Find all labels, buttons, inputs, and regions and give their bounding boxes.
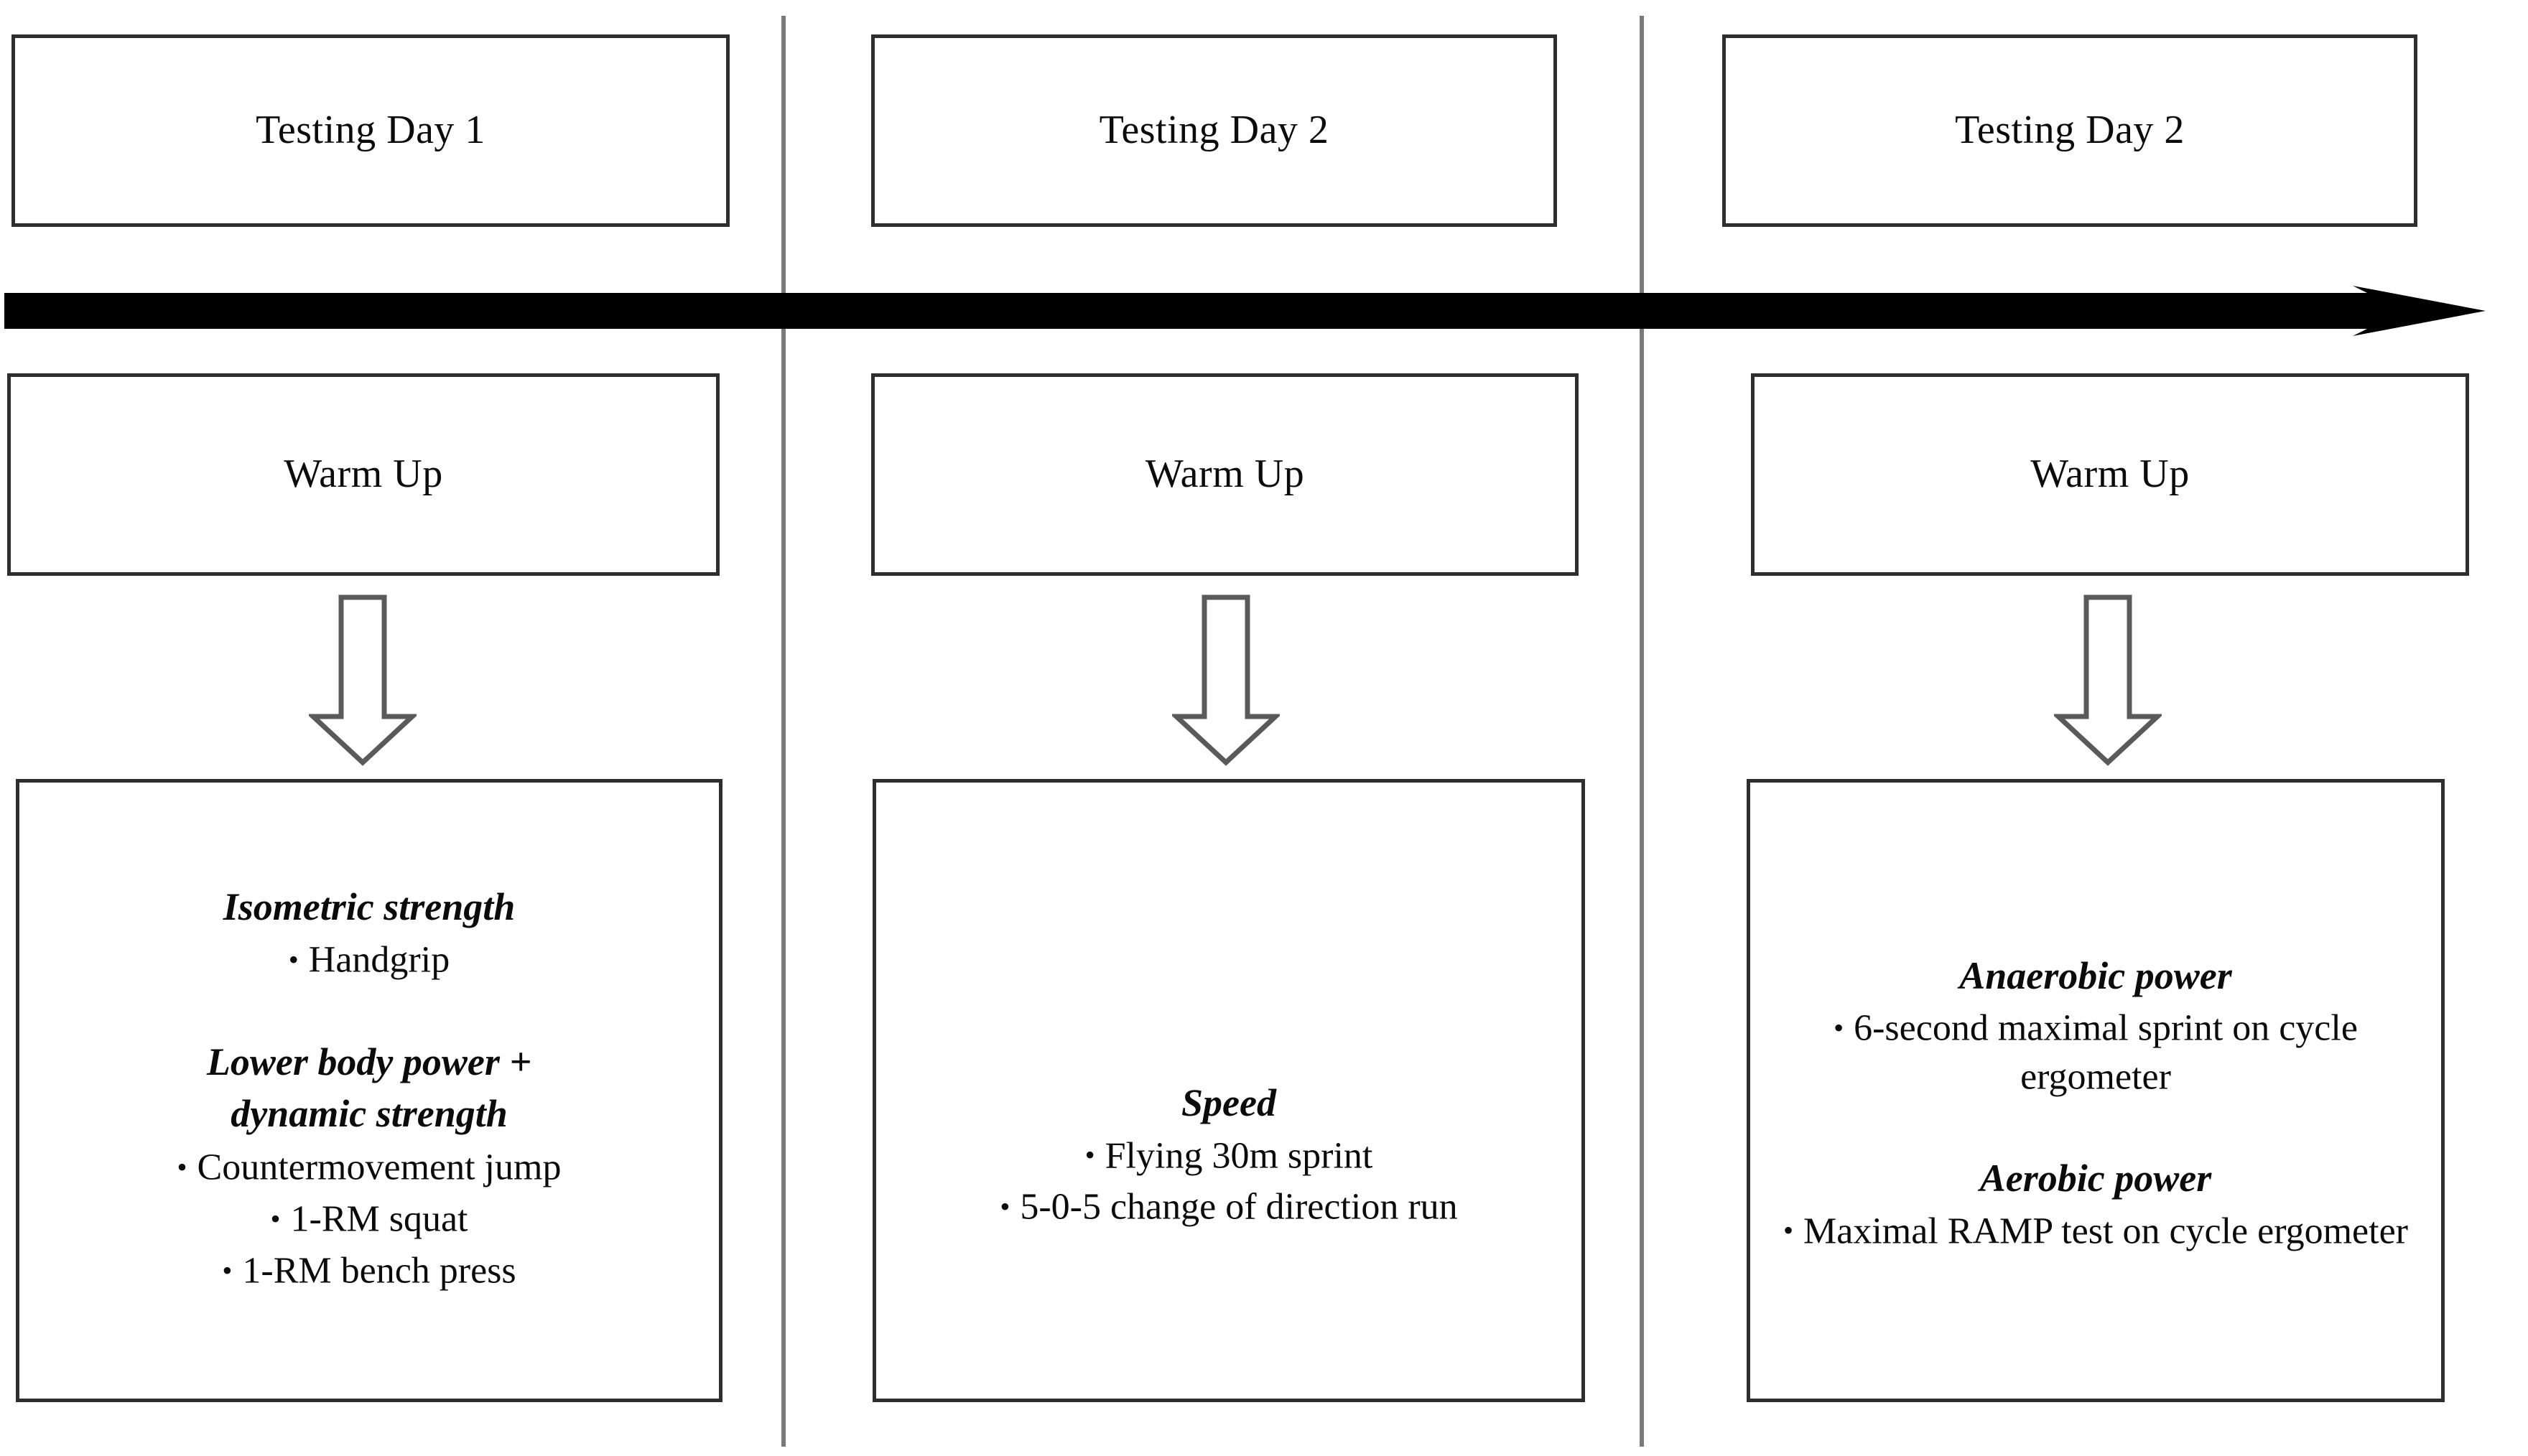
content-inner-3: Anaerobic power • 6-second maximal sprint…: [1750, 906, 2441, 1276]
group-spacer: [891, 1027, 1567, 1081]
down-block-arrow-icon: [1172, 594, 1280, 766]
timeline-arrow: [4, 286, 2486, 336]
warmup-label-2: Warm Up: [1145, 452, 1305, 497]
flow-arrow-1: [309, 593, 417, 767]
warmup-box-1: Warm Up: [7, 373, 720, 576]
down-block-arrow-icon: [309, 594, 417, 766]
bullet-icon: •: [1834, 1011, 1844, 1044]
list-item-label: 1-RM bench press: [242, 1250, 516, 1292]
list-item-label: 1-RM squat: [290, 1198, 468, 1240]
group-spacer: [34, 986, 705, 1039]
group-heading-isometric-strength: Isometric strength: [223, 885, 516, 929]
right-arrow-icon: [4, 286, 2486, 336]
list-item-label: Countermovement jump: [197, 1147, 562, 1188]
group-spacer: [891, 948, 1567, 1027]
bullet-icon: •: [1000, 1190, 1010, 1223]
group-heading-speed: Speed: [1181, 1081, 1276, 1124]
content-inner-2: Speed • Flying 30m sprint • 5-0-5 change o…: [876, 930, 1581, 1251]
content-box-3: Anaerobic power • 6-second maximal sprint…: [1747, 779, 2445, 1402]
testing-day-header-box-2: Testing Day 2: [871, 34, 1557, 227]
list-item-label: Handgrip: [308, 939, 450, 981]
group-spacer: [1765, 925, 2427, 953]
list-item: • 5-0-5 change of direction run: [891, 1181, 1567, 1230]
group-heading-anaerobic-power: Anaerobic power: [1959, 953, 2232, 997]
list-item-label: 6-second maximal sprint on cycle ergomet…: [1854, 1007, 2358, 1098]
warmup-box-3: Warm Up: [1751, 373, 2469, 576]
warmup-box-2: Warm Up: [871, 373, 1579, 576]
bullet-icon: •: [288, 943, 299, 976]
down-block-arrow-icon: [2054, 594, 2162, 766]
warmup-label-1: Warm Up: [284, 452, 443, 497]
warmup-label-3: Warm Up: [2030, 452, 2190, 497]
list-item-label: Flying 30m sprint: [1105, 1134, 1373, 1176]
group-items-speed: • Flying 30m sprint • 5-0-5 change of dire…: [891, 1130, 1567, 1231]
group-items-aerobic-power: • Maximal RAMP test on cycle ergometer: [1765, 1205, 2427, 1254]
content-box-2: Speed • Flying 30m sprint • 5-0-5 change o…: [873, 779, 1585, 1402]
testing-day-header-label-1: Testing Day 1: [256, 108, 485, 153]
group-heading-aerobic-power: Aerobic power: [1979, 1156, 2212, 1200]
bullet-icon: •: [270, 1202, 281, 1235]
flow-arrow-3: [2054, 593, 2162, 767]
list-item: • 1-RM bench press: [34, 1245, 705, 1294]
list-item-label: 5-0-5 change of direction run: [1020, 1186, 1458, 1228]
group-heading-lower-body-power-line1: Lower body power +: [206, 1040, 532, 1083]
list-item: • 1-RM squat: [34, 1193, 705, 1242]
testing-day-header-label-3: Testing Day 2: [1955, 108, 2185, 153]
column-divider-1: [781, 16, 786, 1447]
group-heading-lower-body-power-line2: dynamic strength: [231, 1091, 508, 1135]
list-item: • Maximal RAMP test on cycle ergometer: [1765, 1205, 2427, 1254]
testing-day-header-label-2: Testing Day 2: [1099, 108, 1329, 153]
group-items-isometric-strength: • Handgrip: [34, 934, 705, 983]
testing-day-header-box-1: Testing Day 1: [11, 34, 730, 227]
group-items-lower-body-power: • Countermovement jump • 1-RM squat • 1-RM …: [34, 1142, 705, 1293]
group-spacer: [1765, 1103, 2427, 1156]
content-inner-1: Isometric strength • Handgrip Lower body …: [19, 866, 719, 1315]
column-divider-2: [1640, 16, 1644, 1447]
list-item: • Countermovement jump: [34, 1142, 705, 1190]
testing-day-header-box-3: Testing Day 2: [1722, 34, 2417, 227]
bullet-icon: •: [177, 1151, 187, 1184]
bullet-icon: •: [222, 1254, 233, 1287]
bullet-icon: •: [1783, 1214, 1794, 1247]
bullet-icon: •: [1084, 1139, 1095, 1172]
list-item: • Handgrip: [34, 934, 705, 983]
group-items-anaerobic-power: • 6-second maximal sprint on cycle ergome…: [1765, 1002, 2427, 1100]
list-item-label: Maximal RAMP test on cycle ergometer: [1803, 1210, 2408, 1251]
list-item: • Flying 30m sprint: [891, 1130, 1567, 1179]
list-item: • 6-second maximal sprint on cycle ergome…: [1765, 1002, 2427, 1100]
flow-arrow-2: [1172, 593, 1280, 767]
content-box-1: Isometric strength • Handgrip Lower body …: [16, 779, 722, 1402]
